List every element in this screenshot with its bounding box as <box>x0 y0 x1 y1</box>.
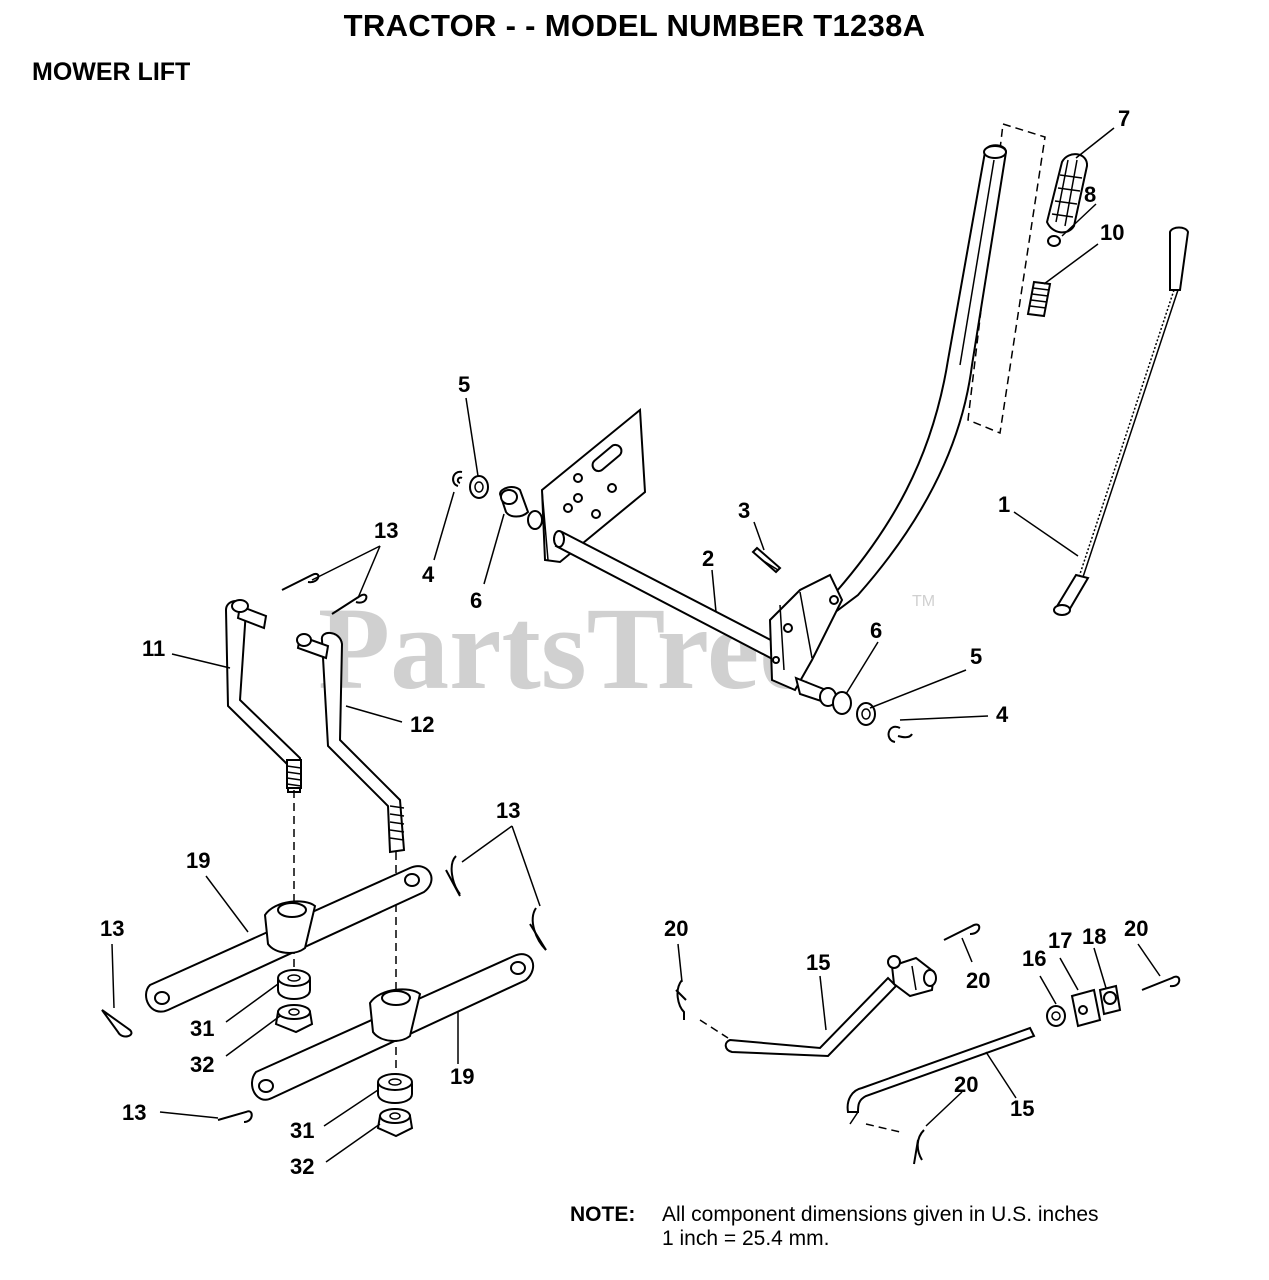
callout-13-right: 13 <box>496 798 520 823</box>
callout-1: 1 <box>998 492 1010 517</box>
part-12-lift-link[interactable] <box>296 632 406 854</box>
part-18-nut[interactable] <box>1098 984 1122 1016</box>
part-5-washer-left[interactable] <box>469 475 489 499</box>
callout-13-left: 13 <box>100 916 124 941</box>
callout-32-lower: 32 <box>290 1154 314 1179</box>
note-label: NOTE: <box>570 1203 636 1226</box>
callout-7: 7 <box>1118 106 1130 131</box>
watermark: PartsTree <box>318 583 812 714</box>
part-32-nut-lower[interactable] <box>376 1108 414 1138</box>
part-6-collar-right[interactable] <box>832 691 852 715</box>
callout-17: 17 <box>1048 928 1072 953</box>
callout-10: 10 <box>1100 220 1124 245</box>
part-15-rod-upper[interactable] <box>724 976 898 1058</box>
part-15-rod-lower[interactable] <box>846 1026 1036 1125</box>
part-13-clip-bottom[interactable] <box>217 1110 253 1123</box>
part-7-hand-grip[interactable] <box>1045 153 1089 234</box>
callout-12: 12 <box>410 712 434 737</box>
part-4-clip-left[interactable] <box>452 470 463 487</box>
watermark-tm: TM <box>912 593 935 610</box>
part-31-spacer-upper[interactable] <box>277 969 311 1000</box>
part-13-clip-right[interactable] <box>445 855 547 951</box>
callout-4-left: 4 <box>422 562 435 587</box>
rod-dash-lower <box>865 1123 901 1133</box>
callout-5-right: 5 <box>970 644 982 669</box>
callout-20-c: 20 <box>1124 916 1148 941</box>
part-10-spring[interactable] <box>1026 280 1052 318</box>
callout-8: 8 <box>1084 182 1096 207</box>
link-thread-11 <box>286 759 302 789</box>
callout-15-lower: 15 <box>1010 1096 1034 1121</box>
leader-lines <box>111 127 1161 1163</box>
callout-11: 11 <box>142 636 165 661</box>
mounting-plate[interactable] <box>540 407 647 564</box>
callout-15-upper: 15 <box>806 950 830 975</box>
part-19-lift-arm-lower[interactable] <box>251 953 535 1101</box>
callout-19-upper: 19 <box>186 848 210 873</box>
part-8-washer[interactable] <box>1047 235 1061 247</box>
part-20-clips[interactable] <box>675 923 1181 1165</box>
callout-19-lower: 19 <box>450 1064 474 1089</box>
part-3-pin[interactable] <box>751 546 782 574</box>
callout-4-right: 4 <box>996 702 1009 727</box>
part-32-nut-upper[interactable] <box>274 1004 314 1034</box>
callout-3: 3 <box>738 498 750 523</box>
callout-16: 16 <box>1022 946 1046 971</box>
callout-31-lower: 31 <box>290 1118 314 1143</box>
callout-13-bottom: 13 <box>122 1100 146 1125</box>
part-6-bushing-left[interactable] <box>498 486 530 518</box>
part-31-spacer-lower[interactable] <box>377 1073 413 1104</box>
part-16-washer[interactable] <box>1046 1005 1066 1027</box>
rod-dash-upper <box>699 1019 729 1039</box>
note-line-1: All component dimensions given in U.S. i… <box>662 1203 1099 1226</box>
section-title: MOWER LIFT <box>32 58 191 86</box>
page-title: TRACTOR - - MODEL NUMBER T1238A <box>343 8 926 43</box>
callout-18: 18 <box>1082 924 1106 949</box>
callout-2: 2 <box>702 546 714 571</box>
part-6-collar-left[interactable] <box>527 510 543 530</box>
part-17-block[interactable] <box>1070 988 1102 1028</box>
part-13-clip-left[interactable] <box>101 1009 133 1038</box>
swivel-upper[interactable] <box>887 955 937 998</box>
part-19-lift-arm-upper[interactable] <box>145 865 433 1013</box>
part-4-clip-right[interactable] <box>887 725 913 743</box>
handle-extension-outline <box>967 123 1046 435</box>
callout-5-left: 5 <box>458 372 470 397</box>
callout-6-right: 6 <box>870 618 882 643</box>
handle-bracket[interactable] <box>768 573 844 692</box>
callout-32-upper: 32 <box>190 1052 214 1077</box>
callout-20-b: 20 <box>966 968 990 993</box>
callout-6-left: 6 <box>470 588 482 613</box>
callout-31-upper: 31 <box>190 1016 214 1041</box>
callout-20-d: 20 <box>954 1072 978 1097</box>
lift-handle[interactable] <box>834 144 1008 612</box>
part-1-adjust-rod[interactable] <box>1053 226 1190 616</box>
callout-13-top: 13 <box>374 518 398 543</box>
callout-20-a: 20 <box>664 916 688 941</box>
note-line-2: 1 inch = 25.4 mm. <box>662 1227 830 1250</box>
